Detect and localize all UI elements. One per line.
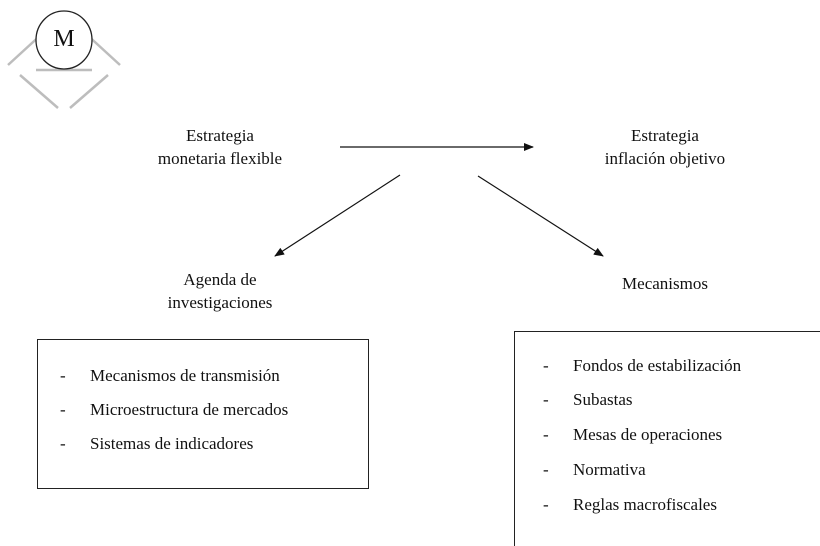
- mechanisms-item-label: Subastas: [573, 390, 633, 409]
- agenda-item: - Microestructura de mercados: [60, 400, 288, 420]
- mechanisms-item-label: Mesas de operaciones: [573, 425, 723, 444]
- node-mechanisms-title: Mecanismos: [622, 274, 708, 293]
- mechanisms-item: - Reglas macrofiscales: [543, 495, 717, 515]
- mechanisms-item: - Normativa: [543, 460, 646, 480]
- arrow-to-agenda: [274, 174, 401, 257]
- logo: M: [0, 0, 125, 115]
- mechanisms-box: - Fondos de estabilización - Subastas - Mes…: [514, 331, 820, 546]
- agenda-item-label: Mecanismos de transmisión: [90, 366, 280, 385]
- node-flexible-strategy: Estrategia monetaria flexible: [130, 124, 310, 170]
- logo-graphic: [7, 10, 121, 109]
- logo-letter: M: [53, 26, 75, 52]
- bullet-dash: -: [60, 366, 66, 385]
- bullet-dash: -: [543, 460, 549, 479]
- agenda-item-label: Sistemas de indicadores: [90, 434, 254, 453]
- node-flexible-line1: Estrategia: [186, 126, 254, 145]
- agenda-item-label: Microestructura de mercados: [90, 400, 289, 419]
- agenda-item: - Sistemas de indicadores: [60, 434, 253, 454]
- agenda-box: - Mecanismos de transmisión - Microestruct…: [37, 339, 369, 489]
- bullet-dash: -: [543, 495, 549, 514]
- node-research-agenda: Agenda de investigaciones: [130, 268, 310, 314]
- bullet-dash: -: [60, 434, 66, 453]
- node-mechanisms: Mecanismos: [590, 272, 740, 295]
- mechanisms-item: - Mesas de operaciones: [543, 425, 722, 445]
- node-flexible-line2: monetaria flexible: [157, 149, 283, 168]
- node-inflation-line2: inflación objetivo: [604, 149, 726, 168]
- node-inflation-strategy: Estrategia inflación objetivo: [580, 124, 750, 170]
- bullet-dash: -: [543, 356, 549, 375]
- node-inflation-line1: Estrategia: [631, 126, 699, 145]
- bullet-dash: -: [543, 390, 549, 409]
- agenda-item: - Mecanismos de transmisión: [60, 366, 280, 386]
- mechanisms-item-label: Fondos de estabilización: [573, 356, 742, 375]
- node-agenda-line1: Agenda de: [183, 270, 257, 289]
- arrow-to-mechanisms: [477, 175, 604, 257]
- mechanisms-item: - Fondos de estabilización: [543, 356, 741, 376]
- bullet-dash: -: [60, 400, 66, 419]
- mechanisms-item-label: Normativa: [573, 460, 646, 479]
- bullet-dash: -: [543, 425, 549, 444]
- mechanisms-item-label: Reglas macrofiscales: [573, 495, 717, 514]
- node-agenda-line2: investigaciones: [167, 293, 273, 312]
- mechanisms-item: - Subastas: [543, 390, 633, 410]
